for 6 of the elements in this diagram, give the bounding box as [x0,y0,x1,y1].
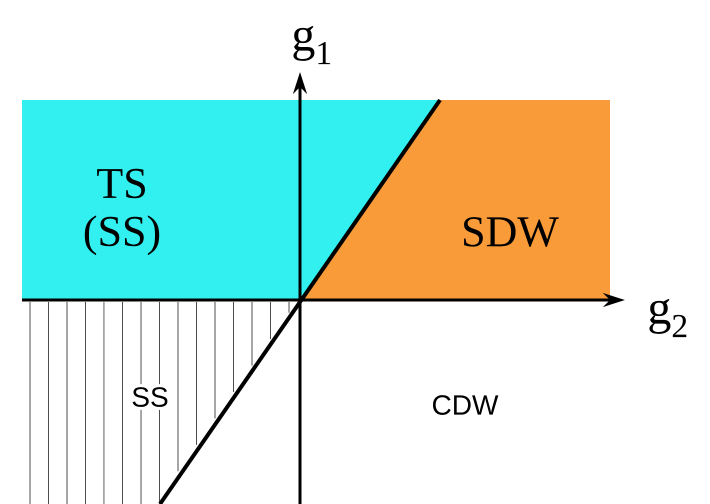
axis-label: g$_{2}$ [649,298,686,338]
region-label: TS (SS) [84,168,160,256]
axis-label: g$_{1}$ [293,26,330,64]
region-label: SDW [464,217,559,247]
region-label: CDW [428,392,502,418]
region-label: SS [128,384,172,410]
